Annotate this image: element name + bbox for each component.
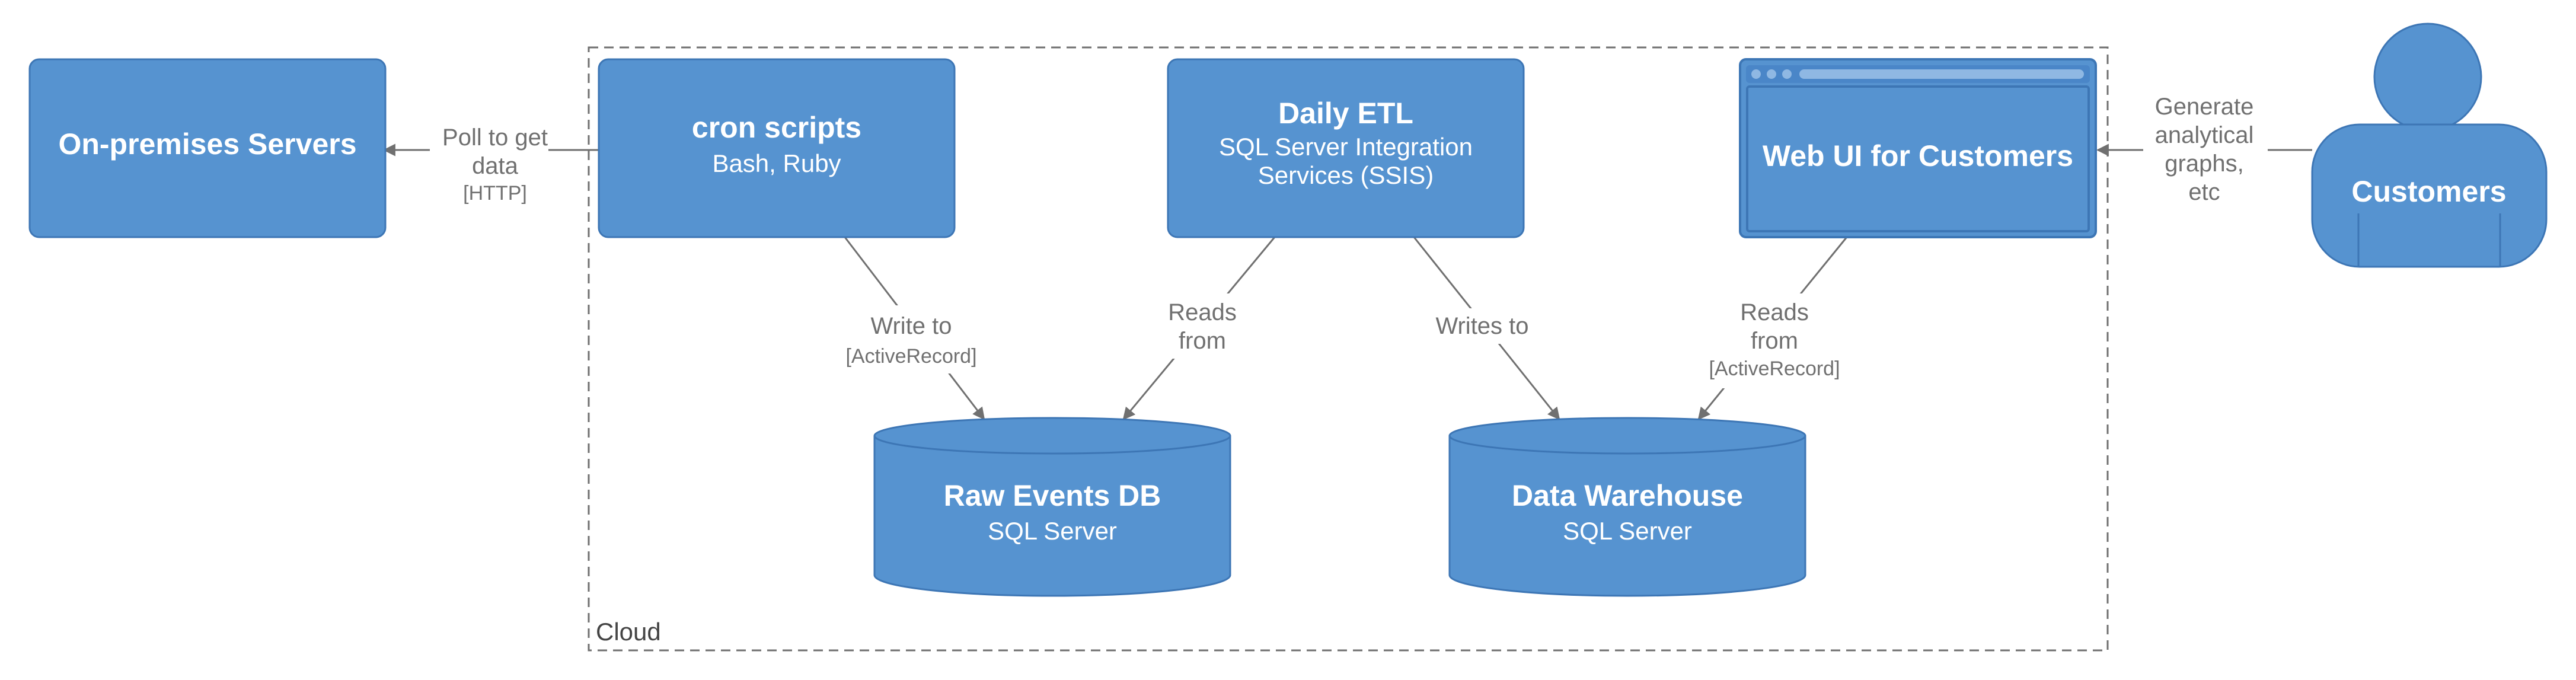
edge-ui-reads: Reads from [ActiveRecord] — [1697, 237, 1848, 420]
cloud-boundary: Cloud — [588, 46, 2109, 652]
edge-poll-label-2: data — [472, 153, 519, 179]
edge-generate-label-3: graphs, — [2165, 151, 2243, 177]
node-web-ui-for-customers[interactable]: Web UI for Customers — [1739, 58, 2097, 238]
node-raw-events-db[interactable]: Raw Events DB SQL Server — [873, 417, 1231, 597]
node-daily-etl-title: Daily ETL — [1278, 97, 1413, 130]
edge-writes-to-label: Writes to — [1435, 313, 1528, 339]
edge-poll: Poll to get data [HTTP] — [382, 122, 599, 210]
node-cron-scripts-tech: Bash, Ruby — [712, 149, 841, 177]
node-raw-events-db-title: Raw Events DB — [944, 479, 1161, 512]
node-customers-title: Customers — [2351, 175, 2506, 208]
edge-etl-reads: Reads from — [1122, 237, 1276, 420]
edge-ui-reads-label-2: from — [1751, 328, 1798, 354]
edge-poll-tech: [HTTP] — [463, 182, 527, 205]
node-cron-scripts[interactable]: cron scripts Bash, Ruby — [598, 58, 956, 238]
edge-poll-label-1: Poll to get — [442, 124, 548, 151]
person-icon — [2311, 23, 2548, 268]
edge-etl-reads-label-2: from — [1179, 328, 1226, 354]
edge-generate-label-4: etc — [2188, 179, 2220, 205]
edge-ui-reads-label-1: Reads — [1740, 299, 1809, 325]
edge-ui-reads-tech: [ActiveRecord] — [1709, 357, 1840, 380]
node-data-warehouse-title: Data Warehouse — [1512, 479, 1743, 512]
edge-generate: Generate analytical graphs, etc — [2096, 89, 2312, 210]
node-cron-scripts-title: cron scripts — [692, 111, 861, 144]
node-customers[interactable]: Customers — [2311, 23, 2548, 268]
node-daily-etl-tech-2: Services (SSIS) — [1258, 161, 1434, 189]
node-web-ui-title: Web UI for Customers — [1763, 139, 2073, 173]
node-data-warehouse[interactable]: Data Warehouse SQL Server — [1448, 417, 1806, 597]
node-daily-etl[interactable]: Daily ETL SQL Server Integration Service… — [1167, 58, 1525, 238]
edge-writes-to: Writes to — [1413, 237, 1560, 420]
node-data-warehouse-tech: SQL Server — [1563, 517, 1692, 545]
cloud-boundary-label: Cloud — [596, 618, 661, 646]
edge-generate-label-2: analytical — [2155, 122, 2254, 148]
edge-generate-label-1: Generate — [2155, 94, 2254, 120]
edge-write-to: Write to [ActiveRecord] — [836, 237, 985, 420]
node-on-premises-servers[interactable]: On-premises Servers — [28, 58, 387, 238]
browser-window-icon — [1746, 65, 2090, 232]
edge-etl-reads-label-1: Reads — [1168, 299, 1237, 325]
edge-write-to-label: Write to — [870, 313, 952, 339]
node-raw-events-db-tech: SQL Server — [988, 517, 1117, 545]
node-on-premises-servers-title: On-premises Servers — [58, 127, 356, 161]
node-daily-etl-tech-1: SQL Server Integration — [1219, 133, 1473, 161]
edge-write-to-tech: [ActiveRecord] — [845, 345, 976, 368]
